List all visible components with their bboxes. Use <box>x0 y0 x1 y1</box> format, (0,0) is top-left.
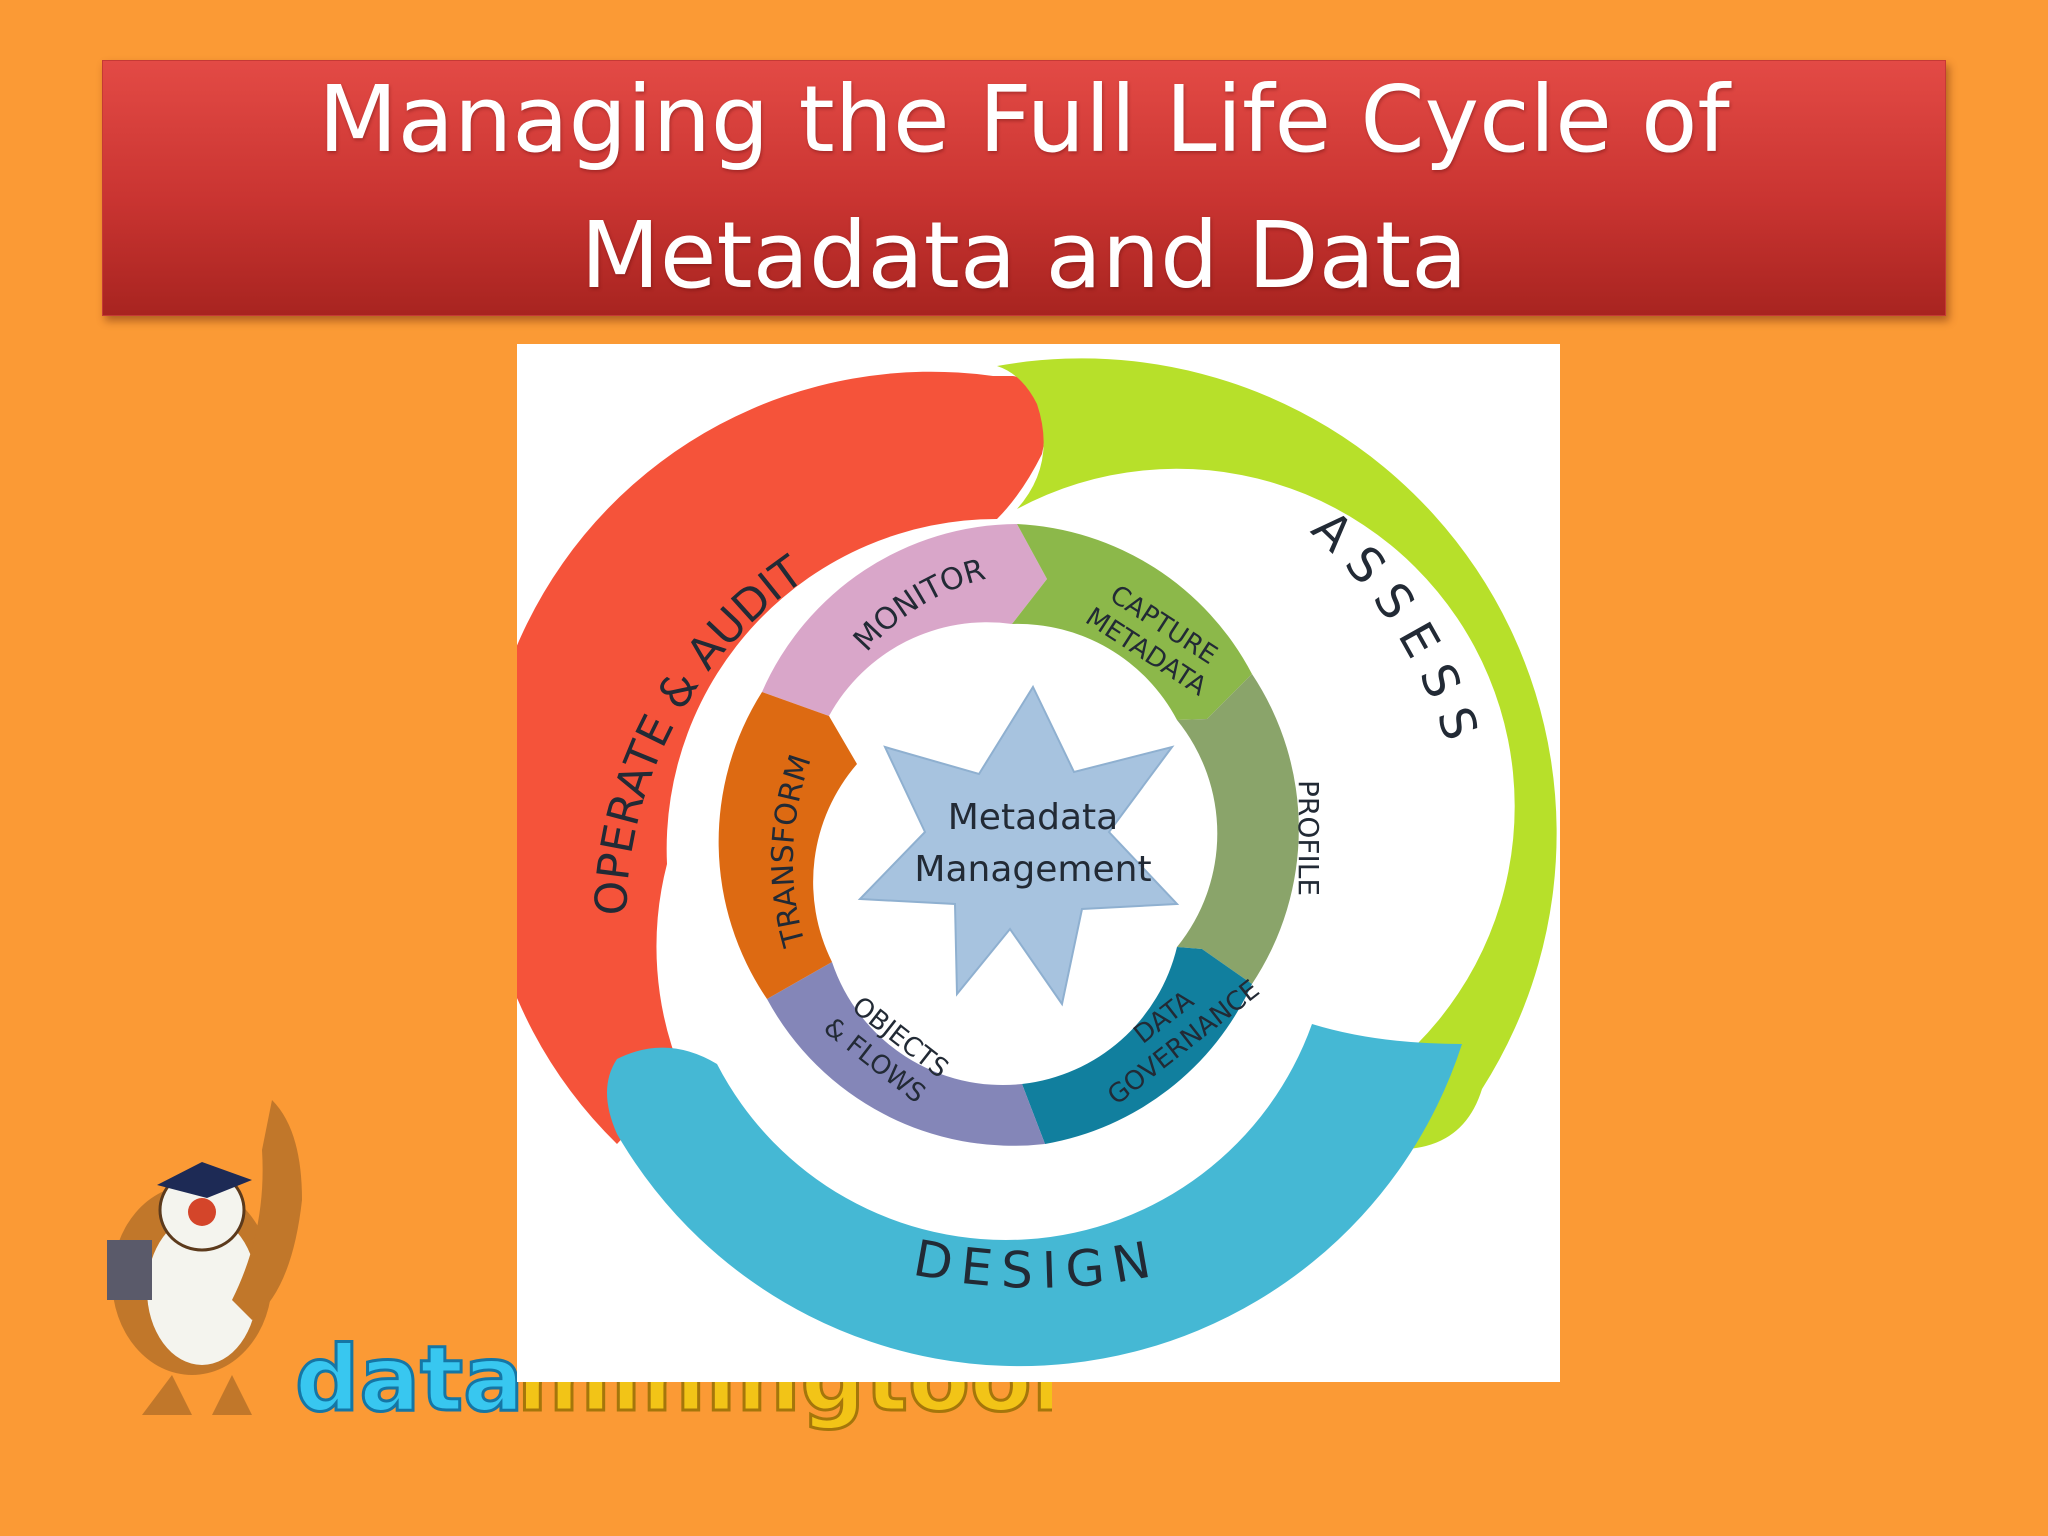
metadata-management-star <box>857 684 1180 1007</box>
design-segment <box>607 1024 1462 1367</box>
slide-title-line-2: Metadata and Data <box>580 202 1468 309</box>
slide-title-line-1: Managing the Full Life Cycle of <box>318 66 1730 173</box>
profile-label: PROFILE <box>1292 780 1325 896</box>
transform-segment <box>718 692 857 999</box>
assess-segment <box>997 358 1557 1150</box>
capture-metadata-segment <box>1012 524 1252 720</box>
center-label-line-1: Metadata <box>948 797 1118 838</box>
monitor-segment <box>762 524 1047 716</box>
profile-segment <box>1177 674 1299 984</box>
lifecycle-diagram: Metadata Management OPERATE & AUDIT ASSE… <box>517 344 1560 1382</box>
data-governance-segment <box>1022 947 1252 1144</box>
title-banner: Managing the Full Life Cycle of Metadata… <box>102 60 1946 316</box>
objects-flows-segment <box>767 962 1045 1146</box>
operate-audit-segment <box>517 371 1046 1144</box>
center-label-line-2: Management <box>914 849 1151 890</box>
logo-word-data: data <box>295 1327 524 1432</box>
owl-mascot-icon <box>107 1100 302 1415</box>
